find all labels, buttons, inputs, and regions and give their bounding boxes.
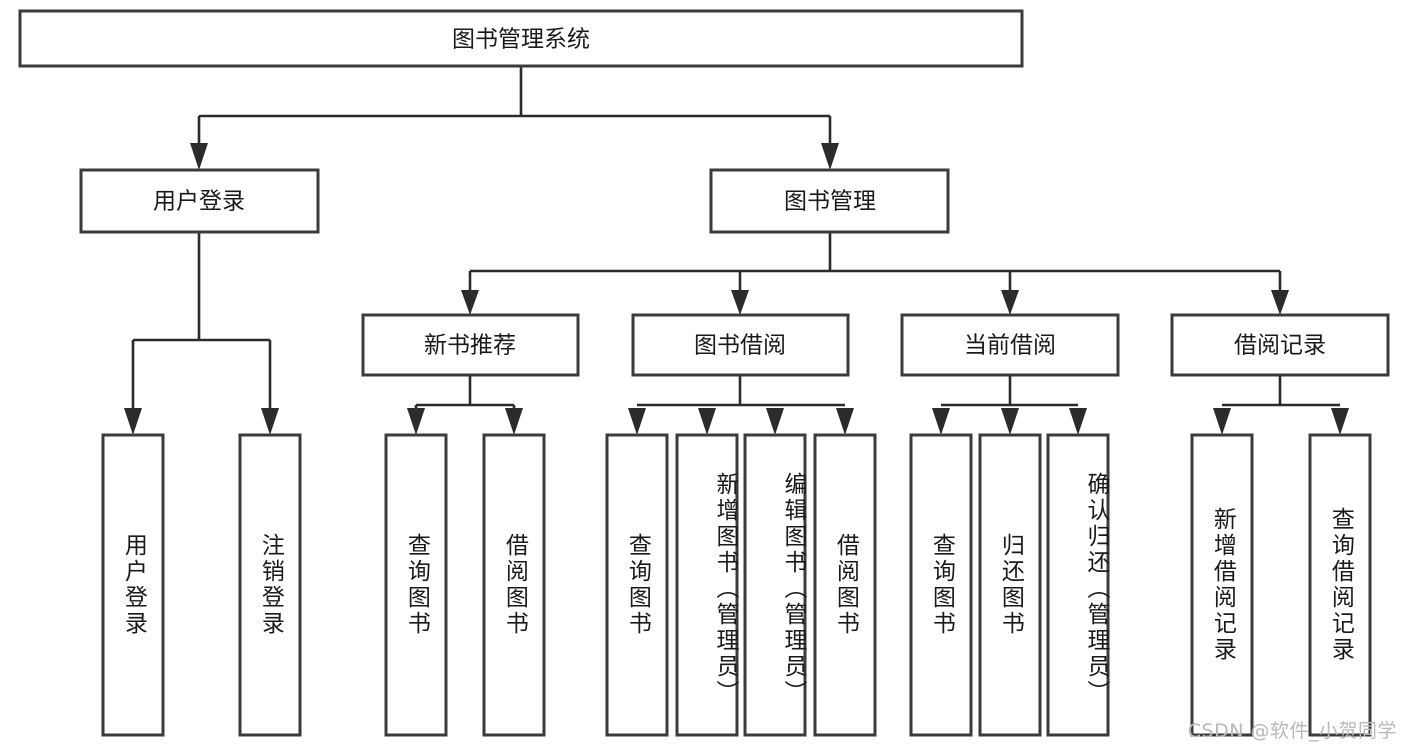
arrow-head-leaf-return-book [1001,408,1019,435]
node-label-book-borrow: 图书借阅 [694,333,786,359]
node-box-leaf-query-book-1[interactable] [384,433,448,737]
node-box-book-management[interactable] [709,168,950,234]
node-box-leaf-edit-book[interactable] [743,433,807,737]
arrow-head-book-management [821,143,839,170]
horizontal-label-layer: 图书管理系统 用户登录 图书管理 新书推荐 图书借阅 当前借阅 借阅记录 [153,27,1326,359]
arrow-head-borrow-record [1271,290,1289,315]
node-box-root[interactable] [18,9,1024,68]
arrow-head-leaf-query-book-3 [932,408,950,435]
node-label-borrow-record: 借阅记录 [1234,333,1326,359]
node-box-leaf-return-book[interactable] [978,433,1042,737]
node-box-leaf-borrow-book-2[interactable] [813,433,877,737]
arrow-head-current-borrow [1001,290,1019,315]
node-box-borrow-record[interactable] [1170,313,1390,377]
node-box-book-borrow[interactable] [631,313,850,377]
node-label-new-book-recommend: 新书推荐 [424,333,516,359]
node-box-user-login[interactable] [79,168,320,234]
arrow-head-leaf-borrow-book-1 [505,408,523,435]
arrow-head-leaf-add-record [1213,408,1231,435]
arrow-head-new-book [461,290,479,315]
arrow-head-leaf-query-book-2 [628,408,646,435]
node-box-current-borrow[interactable] [900,313,1120,377]
arrow-head-leaf-logout [261,408,279,435]
arrow-head-book-borrow [731,290,749,315]
node-box-leaf-confirm-return[interactable] [1046,433,1110,737]
node-box-new-book-recommend[interactable] [361,313,580,377]
node-box-leaf-add-record[interactable] [1190,433,1254,737]
node-box-leaf-user-login[interactable] [101,433,165,737]
node-label-user-login: 用户登录 [153,189,245,215]
arrow-head-leaf-confirm-return [1069,408,1087,435]
node-label-current-borrow: 当前借阅 [964,333,1056,359]
node-box-leaf-borrow-book-1[interactable] [482,433,546,737]
node-box-leaf-logout[interactable] [238,433,302,737]
arrow-head-user-login [190,143,208,170]
node-box-leaf-add-book[interactable] [675,433,739,737]
node-label-root: 图书管理系统 [452,27,590,53]
node-box-leaf-query-book-2[interactable] [605,433,669,737]
csdn-watermark: CSDN @软件_小贺同学 [1187,720,1397,742]
connector-layer [124,66,1349,435]
node-box-leaf-query-book-3[interactable] [909,433,973,737]
arrow-head-leaf-user-login [124,408,142,435]
arrow-head-leaf-query-record [1331,408,1349,435]
arrow-head-leaf-query-book-1 [407,408,425,435]
node-box-leaf-query-record[interactable] [1308,433,1372,737]
node-layer [18,9,1390,737]
arrow-head-leaf-borrow-book-2 [836,408,854,435]
arrow-head-leaf-edit-book [766,408,784,435]
arrow-head-leaf-add-book [698,408,716,435]
node-label-book-management: 图书管理 [784,189,876,215]
